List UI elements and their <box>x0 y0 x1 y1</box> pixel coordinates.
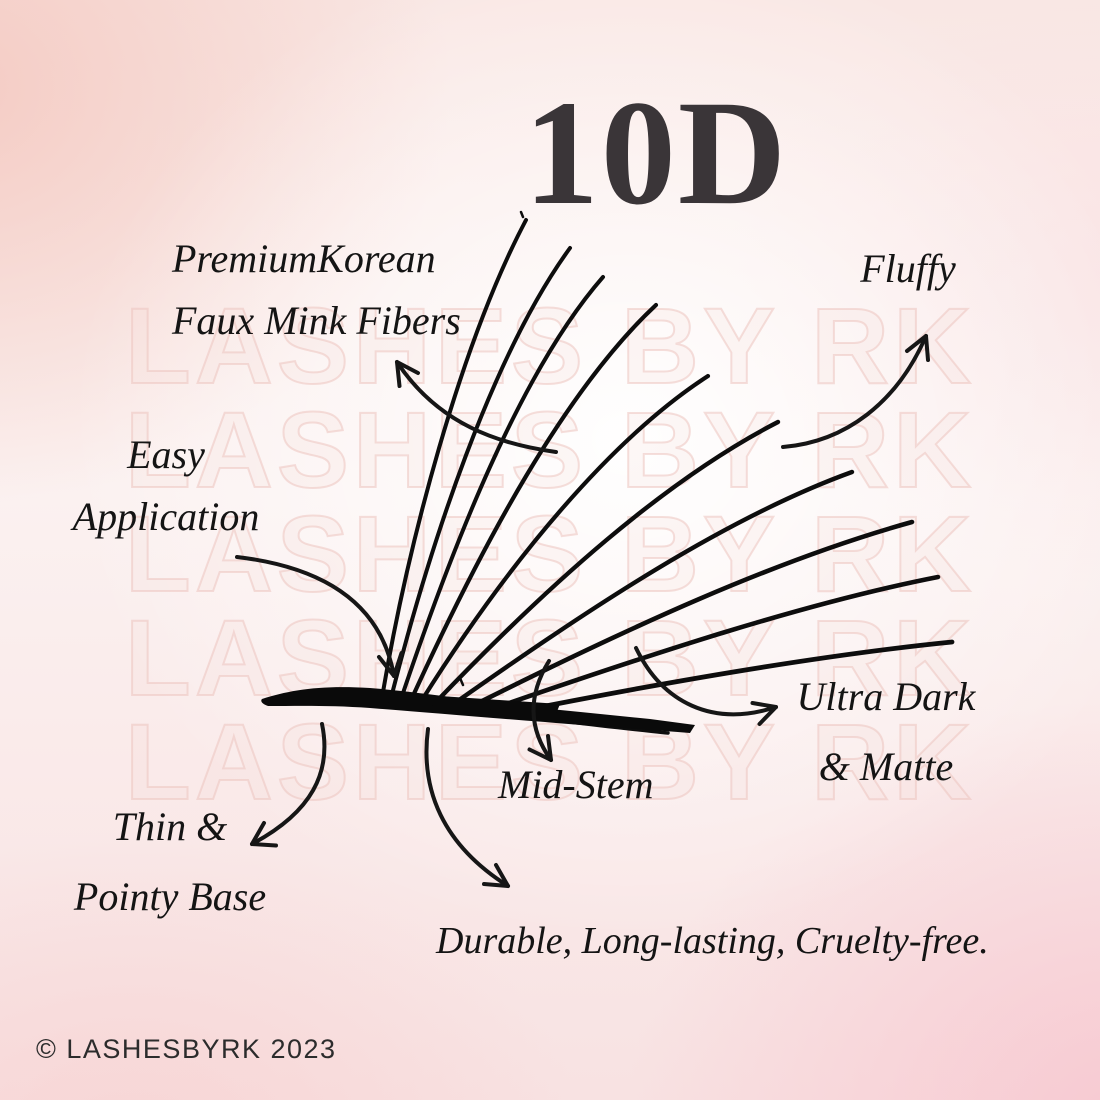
watermark-text: LASHES BY RK <box>124 284 976 407</box>
label-fluffy: Fluffy <box>860 246 956 291</box>
arrow-to-faux-mink-label <box>395 360 558 454</box>
label-thin-pointy-base: Thin & Pointy Base <box>50 792 290 932</box>
label-thin-line2: Pointy Base <box>73 874 267 919</box>
label-faux-mink-fibers: Faux Mink Fibers <box>172 298 461 343</box>
lash-fan-fibers <box>381 210 955 735</box>
arrow-to-thin-pointy-base-label <box>250 722 327 848</box>
label-premium-korean-faux-mink-fibers: Premium Korean Faux Mink Fibers <box>172 228 461 352</box>
label-easy-line1: Easy <box>127 432 205 477</box>
label-ultra-line1: Ultra Dark <box>796 674 976 719</box>
label-easy-application: Easy Application <box>46 424 286 548</box>
label-korean-word: Korean <box>317 236 436 281</box>
copyright-text: © LASHESBYRK 2023 <box>36 1034 337 1064</box>
lash-fan-base <box>261 687 695 733</box>
label-durable-long-lasting: Durable, Long-lasting, Cruelty-free. <box>436 920 989 962</box>
arrow-from-easy-application-label <box>235 555 404 678</box>
label-ultra-line2: & Matte <box>818 744 954 789</box>
label-ultra-dark-matte: Ultra Dark & Matte <box>766 662 1006 802</box>
annotation-arrows <box>235 334 930 888</box>
label-mid-stem: Mid-Stem <box>498 762 654 807</box>
label-premium-word: Premium <box>172 236 318 281</box>
label-thin-line1: Thin & <box>112 804 228 849</box>
arrow-to-fluffy-label <box>781 334 930 449</box>
arrow-to-mid-stem-label <box>527 659 553 762</box>
arrow-to-durable-label <box>424 727 510 888</box>
label-easy-line2: Application <box>72 494 260 539</box>
arrow-to-ultra-dark-label <box>634 646 778 726</box>
page-title: 10D <box>523 70 789 236</box>
